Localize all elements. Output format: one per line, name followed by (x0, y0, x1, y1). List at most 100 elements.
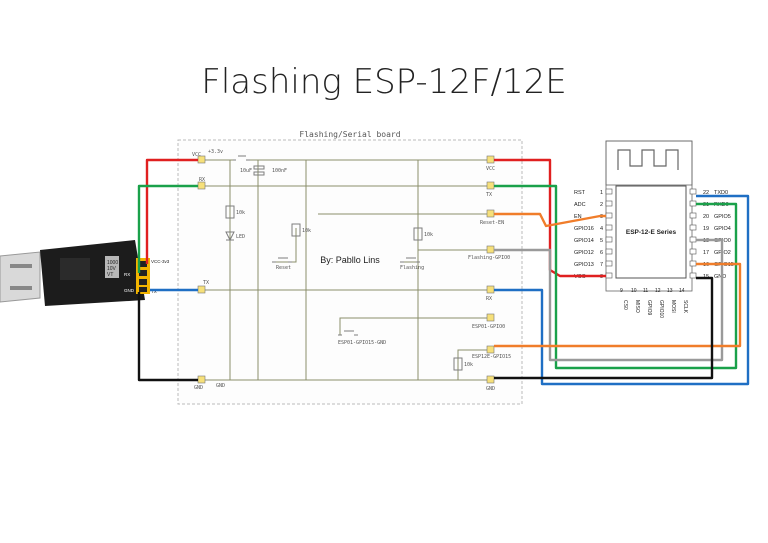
esp-pin-name: GPIO5 (714, 214, 731, 220)
antenna-trace-icon (617, 149, 679, 170)
esp-right-pads (689, 188, 697, 279)
resistor-icon (413, 227, 423, 241)
connector-value: GND (216, 383, 225, 389)
connector-pad (197, 375, 206, 384)
component-labels: 10uF 100nF 10k LED 10k 10k Reset Flashin… (236, 168, 473, 368)
esp-pad (605, 212, 613, 219)
connector-label: GND (486, 386, 495, 392)
chip-label: VT (107, 272, 113, 278)
esp-pin-num: 19 (703, 226, 709, 232)
esp-pad (689, 236, 697, 243)
header-label: VCC-3v3 (151, 259, 170, 264)
esp-pad (605, 272, 613, 279)
usb-chip (60, 258, 90, 280)
resistor-icon (225, 205, 235, 219)
connector-label: GND (194, 385, 203, 391)
esp-pad (605, 236, 613, 243)
esp-pin-name: CS0 (622, 300, 628, 310)
connector-pad (486, 181, 495, 190)
usb-plug-slot (10, 286, 32, 290)
board-title: Flashing/Serial board (299, 130, 400, 139)
esp-pin-num: 1 (600, 190, 603, 196)
component-label: ESP01-GPIO15-GND (338, 340, 386, 346)
connector-label: VCC (486, 166, 495, 172)
schematic-board (177, 139, 523, 405)
connector-pad (486, 313, 495, 322)
component-label: 100nF (272, 168, 287, 174)
esp-pin-num: 22 (703, 190, 709, 196)
usb-plug-icon (0, 251, 41, 303)
connector-label: ESP12E-GPIO15 (472, 354, 511, 360)
chip-label: 1000 (107, 260, 118, 266)
esp-pin-name: GND (714, 274, 726, 280)
esp-pin-name: GPIO10 (658, 300, 664, 318)
esp-bottom-pins: 9 10 11 12 13 14 (620, 288, 685, 294)
esp-pin-num: 20 (703, 214, 709, 220)
wire-rx-left (137, 184, 198, 273)
esp-pin-num: 6 (600, 250, 603, 256)
esp-pad (689, 212, 697, 219)
esp-module: ESP-12-E Series (605, 140, 693, 292)
capacitor-icon (253, 165, 265, 170)
esp-pad (605, 260, 613, 267)
component-label: 10k (236, 210, 245, 216)
header-pin (139, 270, 147, 276)
left-connector-labels: VCC RX TX GND +3.3v GND (192, 149, 225, 391)
esp-pin-num: 5 (600, 238, 603, 244)
connector-label: TX (486, 192, 492, 198)
trace-gpio0 (339, 317, 490, 335)
author-label: By: Pabllo Lins (320, 255, 380, 265)
esp-pin-name: GPIO12 (574, 250, 594, 256)
board-traces (204, 159, 490, 381)
esp-pad (689, 188, 697, 195)
resistor-icon (291, 223, 301, 237)
esp-pin-name: MOSI (670, 300, 676, 313)
connector-pad (486, 155, 495, 164)
wire-vcc-left (145, 158, 198, 264)
header-pin (139, 261, 147, 267)
component-label: 10k (424, 232, 433, 238)
esp-pad (689, 260, 697, 267)
usb-adapter: 1000 10V VT VCC-3v3 TX RX GND (0, 240, 170, 306)
esp-pin-num: 9 (620, 288, 623, 294)
page-title: Flashing ESP-12F/12E (201, 62, 567, 102)
esp-pad (605, 224, 613, 231)
connector-label: RX (486, 296, 492, 302)
esp-pin-name: RST (574, 190, 586, 196)
component-label: 10uF (240, 168, 252, 174)
esp-left-pins: RST 1 ADC 2 EN 3 GPIO16 4 GPIO14 5 GPIO1… (574, 190, 603, 280)
connector-pad (486, 285, 495, 294)
gpio15-switch-icon (338, 330, 358, 336)
component-label: 10k (464, 362, 473, 368)
component-label: Reset (276, 265, 291, 271)
esp-pad (605, 248, 613, 255)
esp-pin-num: 10 (631, 288, 637, 294)
esp-pad (689, 272, 697, 279)
connector-label: VCC (192, 152, 201, 158)
wire-tx-right (494, 194, 750, 386)
connector-pad (486, 209, 495, 218)
esp-pin-name: SCLK (682, 300, 688, 314)
flash-switch-icon (400, 257, 420, 263)
usb-capacitor (105, 256, 119, 278)
component-label: LED (236, 234, 245, 240)
component-label: 10k (302, 228, 311, 234)
esp-pad (689, 248, 697, 255)
connector-pad (197, 285, 206, 294)
header-pin (139, 279, 147, 285)
connector-value: +3.3v (208, 149, 223, 155)
esp-pin-num: 13 (667, 288, 673, 294)
connector-pad (486, 345, 495, 354)
board-components (225, 155, 463, 371)
connector-pad (197, 181, 206, 190)
esp-pad (605, 200, 613, 207)
esp-antenna-area (605, 140, 693, 186)
esp-pin-num: 2 (600, 202, 603, 208)
esp-pin-name: GPIO13 (574, 262, 594, 268)
esp-pin-num: 7 (600, 262, 603, 268)
reset-switch-icon (272, 257, 292, 263)
connector-pad (486, 375, 495, 384)
wire-gnd-left (137, 292, 198, 382)
esp-pad (689, 224, 697, 231)
